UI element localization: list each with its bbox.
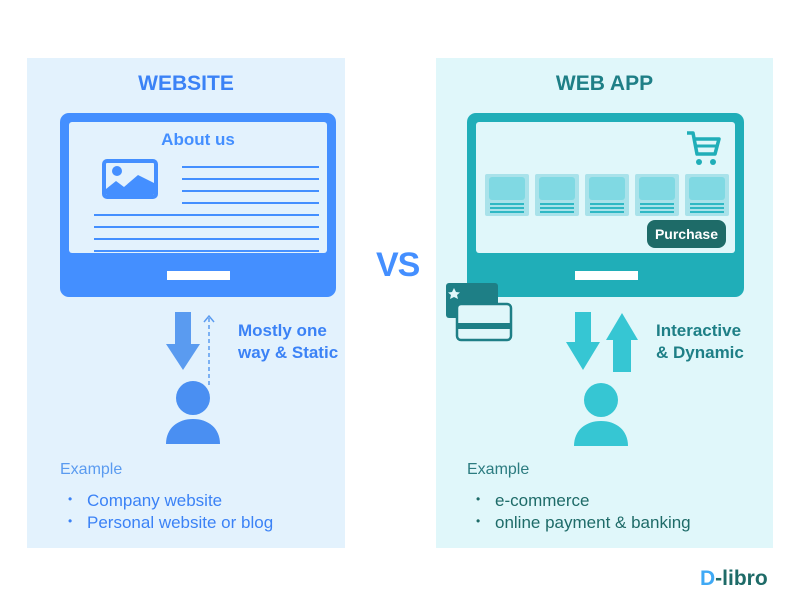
flow-label-line: way & Static	[238, 343, 339, 362]
text-line	[94, 238, 319, 240]
credit-card-icon	[446, 283, 513, 342]
text-line	[182, 190, 319, 192]
website-flow-label: Mostly one way & Static	[238, 320, 338, 364]
logo-mark: D	[700, 567, 716, 590]
website-title: WEBSITE	[138, 72, 234, 95]
d-libro-logo: D-libro	[700, 567, 768, 591]
monitor-stand	[167, 271, 230, 280]
webapp-title: WEB APP	[555, 72, 654, 95]
webapp-example-heading: Example	[467, 461, 530, 478]
website-monitor: About us	[60, 113, 336, 297]
website-screen: About us	[69, 122, 327, 253]
product-card[interactable]	[635, 174, 679, 216]
text-line	[94, 214, 319, 216]
purchase-button[interactable]: Purchase	[646, 220, 726, 248]
text-line	[182, 166, 319, 168]
product-card[interactable]	[485, 174, 529, 216]
list-item: online payment & banking	[476, 512, 691, 534]
webapp-example-list: e-commerce online payment & banking	[476, 490, 691, 534]
product-card[interactable]	[585, 174, 629, 216]
shopping-cart-icon	[685, 130, 721, 171]
monitor-stand	[574, 271, 638, 280]
product-card[interactable]	[535, 174, 579, 216]
text-line	[94, 226, 319, 228]
download-arrow-icon	[166, 312, 215, 385]
list-item: e-commerce	[476, 490, 691, 512]
website-example-heading: Example	[60, 461, 123, 478]
flow-label-line: Mostly one	[238, 321, 327, 340]
list-item: Company website	[68, 490, 273, 512]
list-item: Personal website or blog	[68, 512, 273, 534]
image-icon	[102, 159, 158, 199]
text-line	[182, 178, 319, 180]
webapp-screen: Purchase	[476, 122, 735, 253]
text-line	[94, 250, 319, 252]
about-us-heading: About us	[161, 130, 235, 149]
flow-label-line: & Dynamic	[656, 343, 744, 362]
text-line	[182, 202, 319, 204]
user-icon	[166, 381, 220, 444]
webapp-monitor: Purchase	[467, 113, 744, 297]
flow-label-line: Interactive	[656, 321, 742, 340]
logo-text: -libro	[715, 567, 768, 590]
vs-label: VS	[376, 246, 420, 284]
bidirectional-arrows-icon	[566, 312, 638, 372]
webapp-flow-label: Interactive & Dynamic	[656, 320, 744, 364]
website-example-list: Company website Personal website or blog	[68, 490, 273, 534]
product-card[interactable]	[685, 174, 729, 216]
user-icon	[574, 383, 628, 446]
